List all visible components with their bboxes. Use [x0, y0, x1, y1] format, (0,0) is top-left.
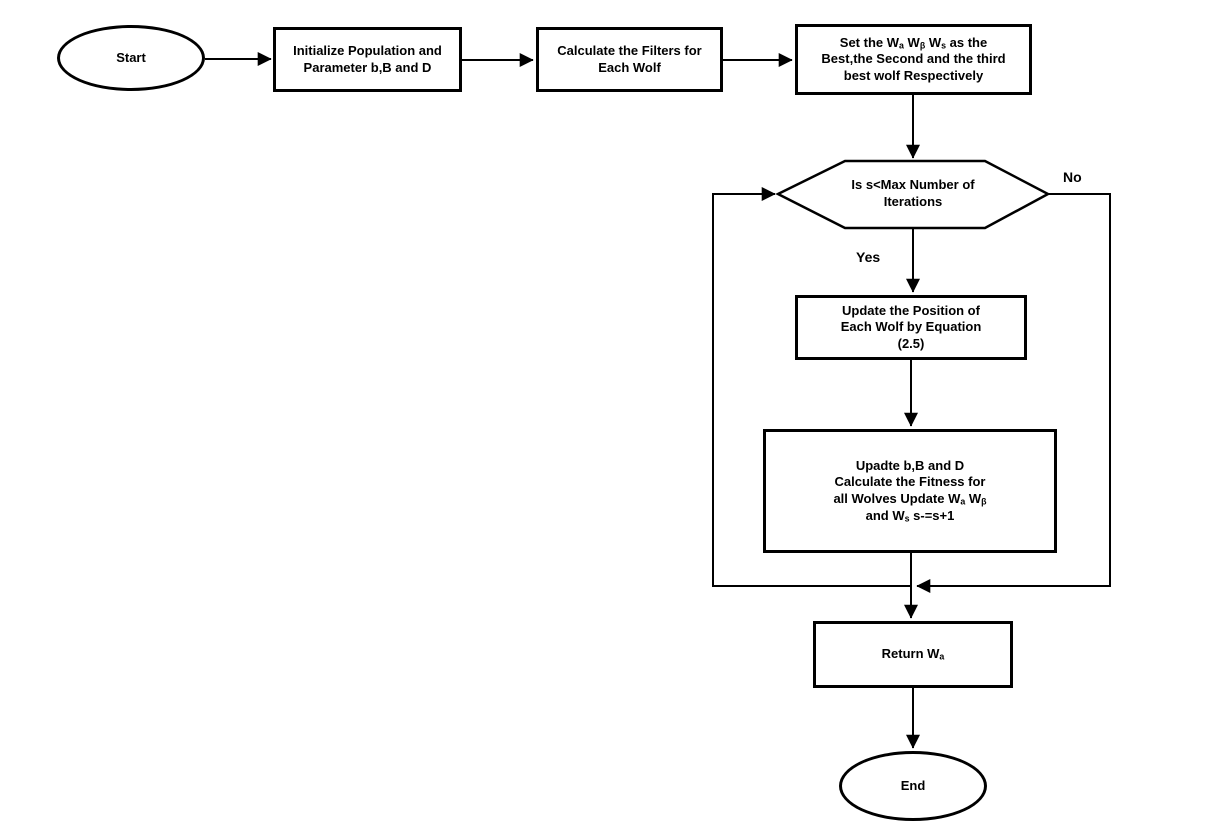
edge-loop-back-to-decision [712, 187, 911, 587]
node-start: Start [57, 25, 205, 91]
node-return-wa-label: Return Wa [881, 646, 945, 662]
node-end: End [839, 751, 987, 821]
decision-shape [775, 159, 1051, 230]
edge-label-no: No [1063, 169, 1082, 185]
edge-label-yes: Yes [856, 249, 881, 265]
node-return-wa: Return Wa [813, 621, 1013, 688]
node-end-label: End [900, 777, 926, 793]
edge-decision-no-path [916, 193, 1111, 593]
node-start-label: Start [116, 49, 146, 65]
